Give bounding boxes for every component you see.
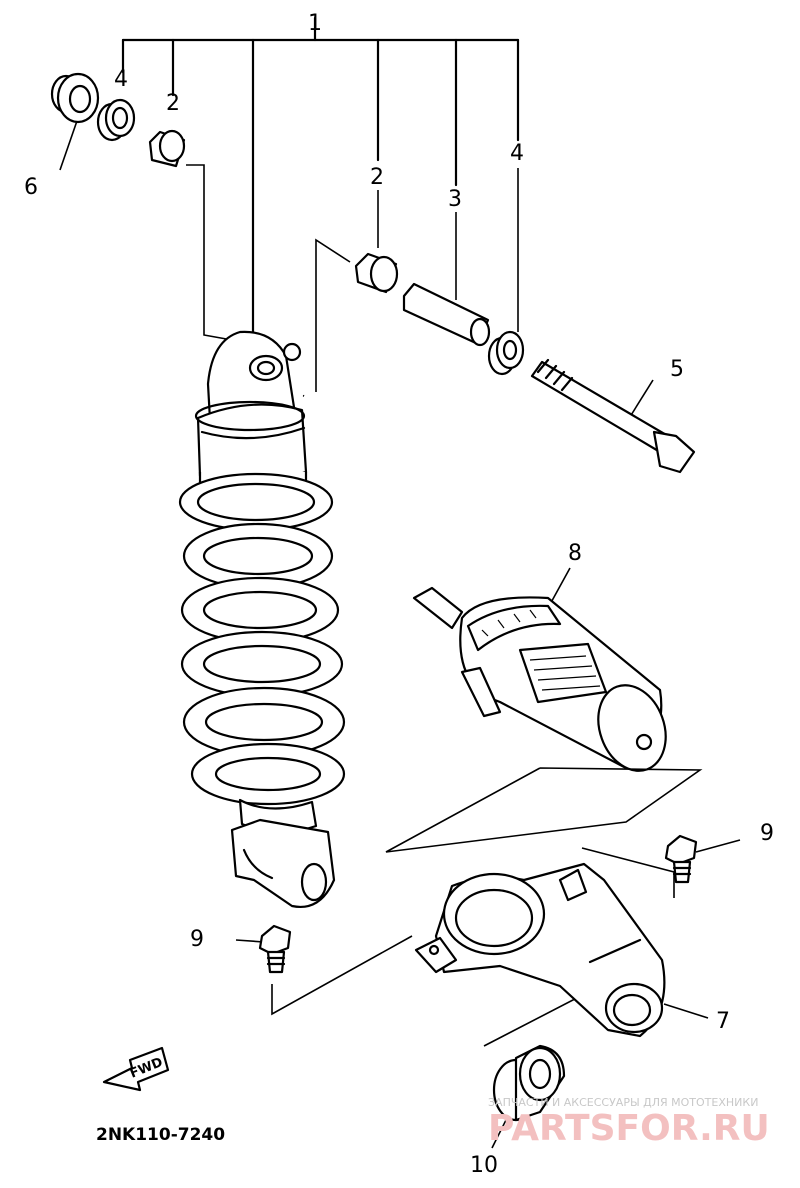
callout-3: 3 bbox=[448, 187, 462, 212]
callout-7: 7 bbox=[716, 1009, 730, 1034]
watermark-tagline: ЗАПЧАСТИ И АКСЕССУАРЫ ДЛЯ МОТОТЕХНИКИ bbox=[488, 1096, 758, 1109]
watermark: ЗАПЧАСТИ И АКСЕССУАРЫ ДЛЯ МОТОТЕХНИКИ PA… bbox=[488, 1096, 770, 1149]
part-2-bushing-left bbox=[148, 129, 186, 168]
part-8-reservoir bbox=[302, 393, 667, 772]
callout-8: 8 bbox=[568, 541, 582, 566]
shock-spring bbox=[178, 472, 346, 806]
part-1-leader-bracket bbox=[121, 16, 520, 342]
part-7-bracket bbox=[414, 862, 666, 1038]
callout-10: 10 bbox=[470, 1153, 498, 1178]
part-10-bushing bbox=[492, 1044, 566, 1122]
callout-1: 1 bbox=[308, 11, 322, 36]
callout-2-right: 2 bbox=[370, 165, 384, 190]
part-4-seal-left bbox=[96, 98, 136, 142]
callout-5: 5 bbox=[670, 357, 684, 382]
callout-9-right: 9 bbox=[760, 821, 774, 846]
callout-4-left: 4 bbox=[114, 67, 128, 92]
watermark-brand: PARTSFOR.RU bbox=[488, 1108, 770, 1149]
part-5-bolt bbox=[530, 358, 696, 474]
callout-4-right: 4 bbox=[510, 141, 524, 166]
diagram-part-code: 2NK110-7240 bbox=[96, 1125, 225, 1145]
part-3-collar bbox=[402, 282, 491, 347]
part-4-seal-right bbox=[487, 330, 525, 376]
callout-9-left: 9 bbox=[190, 927, 204, 952]
part-2-bushing-right bbox=[354, 252, 399, 294]
part-9-bolt-left bbox=[258, 924, 292, 974]
part-6-cap-nut bbox=[50, 72, 100, 124]
fwd-arrow: FWD bbox=[102, 1046, 170, 1092]
callout-labels: 1 4 2 6 4 2 3 5 8 9 9 7 10 bbox=[24, 11, 774, 1178]
callout-6: 6 bbox=[24, 175, 38, 200]
shock-absorber bbox=[178, 330, 346, 909]
part-9-bolt-right bbox=[664, 834, 698, 884]
callout-2-left: 2 bbox=[166, 91, 180, 116]
